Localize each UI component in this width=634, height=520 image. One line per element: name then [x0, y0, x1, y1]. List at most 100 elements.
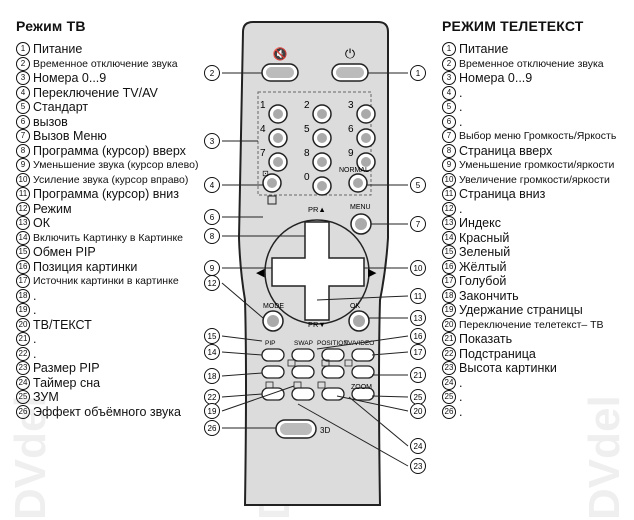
- callout-1: 1: [410, 65, 426, 81]
- item-description: ОК: [33, 216, 51, 231]
- callout-number: 2: [210, 69, 215, 78]
- callout-2: 2: [204, 65, 220, 81]
- callout-6: 6: [204, 209, 220, 225]
- item-description: Включить Картинку в Картинке: [33, 231, 184, 244]
- item-number-badge: 19: [16, 303, 30, 318]
- power-button[interactable]: [331, 63, 369, 82]
- item-description: Увеличение громкости/яркости: [459, 173, 610, 186]
- item-number-badge: 7: [16, 129, 30, 144]
- right-legend-item: 26.: [442, 404, 632, 420]
- callout-11: 11: [410, 288, 426, 304]
- btn-row2-1-button[interactable]: [261, 365, 285, 379]
- digit-9-button[interactable]: [356, 152, 376, 172]
- item-description: Переключение TV/AV: [33, 85, 158, 100]
- tvvideo-button[interactable]: [351, 348, 375, 362]
- callout-15: 15: [204, 328, 220, 344]
- callout-9: 9: [204, 260, 220, 276]
- item-number-badge: 25: [442, 390, 456, 405]
- callout-13: 13: [410, 310, 426, 326]
- standard-icon: [267, 195, 277, 205]
- callout-number: 16: [414, 332, 423, 341]
- item-number-badge: 3: [442, 71, 456, 86]
- position-button[interactable]: [321, 348, 345, 362]
- normal-label: NORMAL: [339, 167, 369, 174]
- zoom-button[interactable]: [351, 387, 375, 401]
- callout-number: 23: [414, 462, 423, 471]
- right-legend-item: 4.: [442, 85, 632, 101]
- left-legend-item: 18.: [16, 288, 231, 304]
- btn-row3-2-button[interactable]: [291, 387, 315, 401]
- btn-row2-4-button[interactable]: [351, 365, 375, 379]
- callout-7: 7: [410, 216, 426, 232]
- left-arrow-icon: ◀: [256, 267, 265, 279]
- dpad-ring: [264, 219, 370, 325]
- item-number-badge: 7: [442, 129, 456, 144]
- callout-number: 3: [210, 137, 215, 146]
- right-legend-item: 5.: [442, 100, 632, 115]
- item-description: .: [459, 404, 463, 419]
- digit-8-button[interactable]: [312, 152, 332, 172]
- item-description: Индекс: [459, 216, 501, 231]
- digit-9-label: 9: [348, 148, 354, 159]
- item-number-badge: 1: [16, 42, 30, 57]
- mute-button[interactable]: [261, 63, 299, 82]
- item-description: .: [459, 390, 463, 405]
- item-number-badge: 2: [16, 56, 30, 71]
- callout-number: 21: [414, 371, 423, 380]
- tv-mode-title: Режим ТВ: [16, 18, 86, 34]
- pr-up-label: PR▲: [308, 205, 326, 214]
- item-description: Голубой: [459, 274, 507, 289]
- ok-button[interactable]: [348, 310, 370, 332]
- digit-7-button[interactable]: [268, 152, 288, 172]
- left-legend-item: 19.: [16, 303, 231, 318]
- item-description: Позиция картинки: [33, 259, 138, 274]
- menu-button[interactable]: [350, 213, 372, 235]
- surround-3d-button[interactable]: [275, 419, 317, 439]
- item-description: Переключение телетекст– ТВ: [459, 318, 604, 331]
- digit-3-button[interactable]: [356, 104, 376, 124]
- callout-number: 8: [210, 232, 215, 241]
- normal-button[interactable]: [348, 173, 368, 193]
- btn-row3-3-button[interactable]: [321, 387, 345, 401]
- mode-label: MODE: [263, 303, 284, 310]
- callout-number: 26: [208, 424, 217, 433]
- digit-5-button[interactable]: [312, 128, 332, 148]
- tvvideo-label: TV/VIDEO: [344, 340, 374, 347]
- item-number-badge: 15: [442, 245, 456, 260]
- mode-button[interactable]: [262, 310, 284, 332]
- btn-row3-1-button[interactable]: [261, 387, 285, 401]
- digit-1-label: 1: [260, 100, 266, 111]
- position-icon: [321, 359, 330, 367]
- btn-row2-2-button[interactable]: [291, 365, 315, 379]
- item-description: вызов: [33, 114, 68, 129]
- callout-22: 22: [204, 389, 220, 405]
- btn-row2-3-button[interactable]: [321, 365, 345, 379]
- item-number-badge: 8: [16, 143, 30, 158]
- digit-0-button[interactable]: [312, 176, 332, 196]
- digit-6-label: 6: [348, 124, 354, 135]
- pip-button[interactable]: [261, 348, 285, 362]
- digit-2-button[interactable]: [312, 104, 332, 124]
- tv-av-button[interactable]: [262, 173, 282, 193]
- dpad[interactable]: [271, 221, 365, 321]
- swap-button[interactable]: [291, 348, 315, 362]
- item-number-badge: 10: [16, 172, 30, 187]
- item-description: Обмен PIP: [33, 245, 96, 260]
- digit-4-button[interactable]: [268, 128, 288, 148]
- item-description: .: [33, 332, 37, 347]
- item-description: .: [459, 85, 463, 100]
- item-description: Источник картинки в картинке: [33, 275, 179, 288]
- digit-1-button[interactable]: [268, 104, 288, 124]
- digit-6-button[interactable]: [356, 128, 376, 148]
